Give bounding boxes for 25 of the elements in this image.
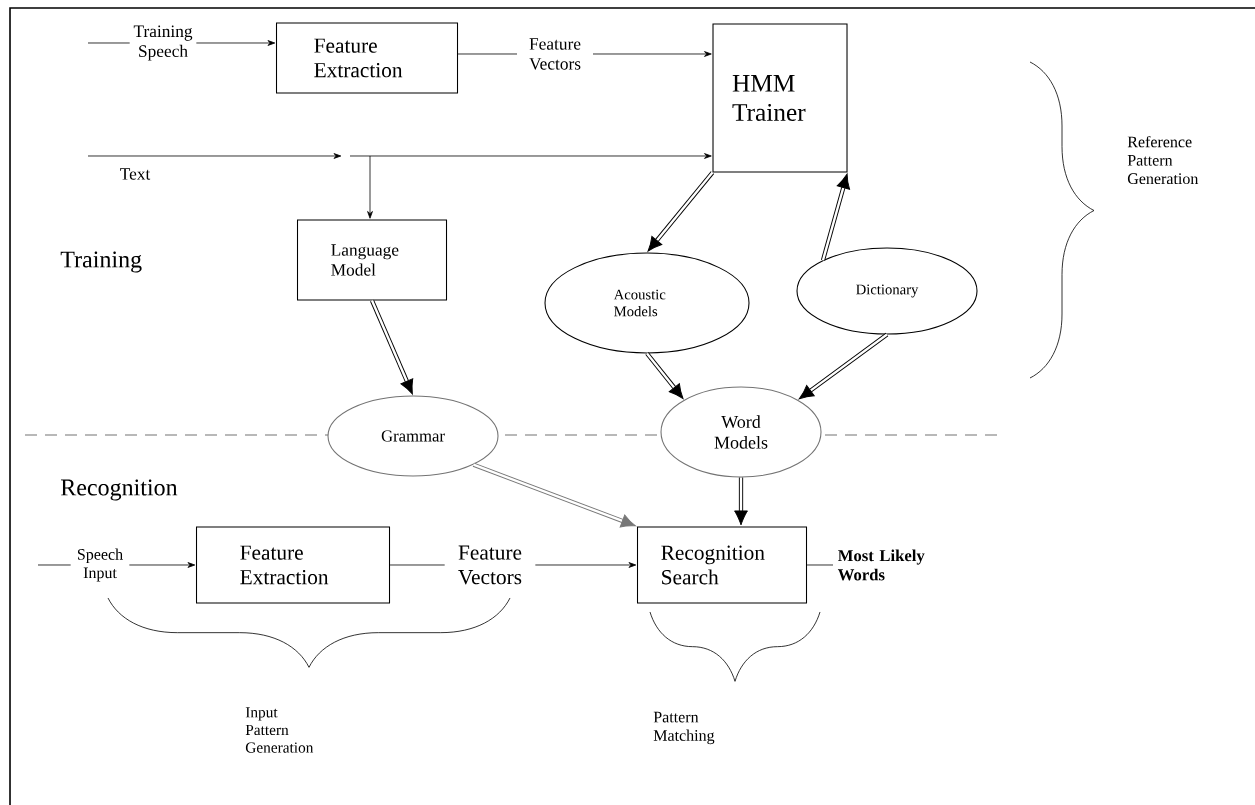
process-box: HMM Trainer [712,23,848,173]
output-label: Most Likely Words [837,549,925,581]
arrow [647,171,715,252]
process-box: Feature Extraction [195,526,391,604]
edge-label: Training Speech [129,24,197,62]
reference-label: Reference Pattern Generation [1127,135,1199,185]
brace-label: Input Pattern Generation [245,707,314,753]
arrow [820,173,850,261]
edge-label: Feature Vectors [444,544,536,586]
arrow [87,153,712,159]
arrow [367,155,373,219]
section-label: Training [60,251,142,273]
section-label: Recognition [60,479,178,501]
process-box: Language Model [296,219,448,301]
arrow [798,332,889,400]
arrow [370,299,414,395]
process-box: Feature Extraction [275,22,459,94]
edge-label: Speech Input [70,547,130,583]
process-box: Recognition Search [636,526,808,604]
edge-label: Text [118,166,152,182]
arrow [734,477,748,526]
brace-label: Pattern Matching [653,711,715,745]
edge-label: Feature Vectors [517,36,593,72]
arrow [472,462,636,528]
arrow [645,352,684,399]
